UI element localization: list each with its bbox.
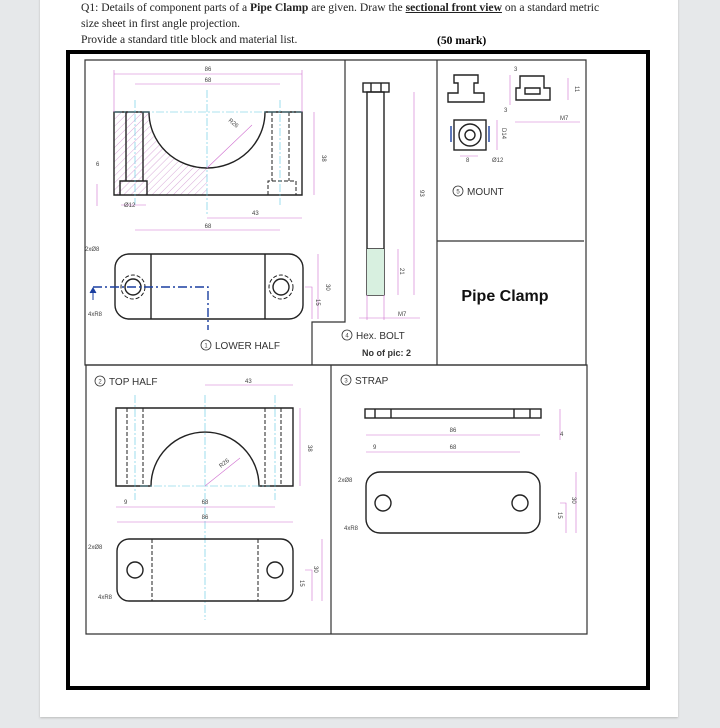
dim-bolt-thread: 21	[398, 268, 404, 275]
lower-half-top-view	[89, 229, 319, 330]
dim-strap-thickness: 4	[560, 432, 564, 438]
dim-lower-overall: 86	[205, 67, 212, 73]
mount-label: 5 MOUNT	[452, 185, 504, 198]
svg-text:1: 1	[204, 344, 208, 350]
dim-mount-side: 3	[504, 108, 508, 114]
dim-top-half-width: 15	[298, 580, 304, 587]
dim-lower-width: 30	[324, 284, 330, 291]
top-half-title: TOP HALF	[109, 377, 158, 388]
question-line3: Provide a standard title block and mater…	[81, 33, 298, 46]
question-prefix: Q1: Details of component parts of a	[81, 1, 251, 14]
mount-views	[447, 74, 580, 157]
svg-text:4: 4	[345, 334, 349, 340]
dim-lower-half-width: 15	[314, 299, 320, 306]
dim-strap-overall: 86	[450, 428, 457, 434]
mount-title: MOUNT	[467, 187, 504, 198]
question-bold-sectional: sectional front view	[405, 1, 502, 14]
dim-top-radius: R26	[219, 458, 232, 470]
dim-strap-corners: 4xR8	[344, 526, 359, 532]
bolt-label: 4 Hex. BOLT No of pic: 2	[341, 329, 411, 358]
dim-mount-width: 8	[466, 158, 470, 164]
dim-lower-corners: 4xR8	[88, 312, 103, 318]
dim-top-overall: 86	[202, 515, 209, 521]
dim-top-width: 30	[312, 566, 318, 573]
question-text: Q1: Details of component parts of a Pipe…	[81, 0, 601, 48]
dim-mount-thread: M7	[560, 116, 569, 122]
hex-bolt-view	[359, 82, 420, 320]
svg-text:2: 2	[98, 380, 102, 386]
dim-bolt-size: M7	[398, 312, 407, 318]
dim-lower-half: 43	[252, 211, 259, 217]
dim-lower-height: 38	[320, 155, 326, 162]
dim-strap-half-width: 15	[556, 512, 562, 519]
lower-half-title: LOWER HALF	[215, 341, 280, 352]
strap-label: 3 STRAP	[340, 374, 389, 387]
bolt-quantity: No of pic: 2	[362, 348, 411, 358]
dim-top-corners: 4xR8	[98, 595, 113, 601]
strap-title: STRAP	[355, 376, 389, 387]
dim-lower-radius: R26	[227, 118, 240, 130]
top-half-front-view	[115, 384, 301, 620]
bolt-title: Hex. BOLT	[356, 331, 405, 342]
question-mid: are given. Draw the	[308, 1, 406, 14]
dim-strap-centers: 68	[450, 445, 457, 451]
dim-lower-centers-top: 68	[205, 224, 212, 230]
dim-lower-centers: 68	[205, 78, 212, 84]
svg-text:5: 5	[456, 190, 460, 196]
dim-lower-cb-dia: Ø12	[124, 203, 136, 209]
strap-views	[364, 408, 577, 534]
dim-top-edge: 9	[124, 500, 128, 506]
dim-mount-square: D14	[500, 128, 506, 140]
drawing-title: Pipe Clamp	[461, 288, 548, 305]
dim-mount-dia: Ø12	[492, 158, 504, 164]
top-half-label: 2 TOP HALF	[94, 375, 158, 388]
dim-top-height: 38	[306, 445, 312, 452]
lower-half-label: 1 LOWER HALF	[200, 339, 280, 352]
sheet-border	[66, 50, 650, 690]
marks: (50 mark)	[437, 34, 487, 47]
dim-top-centers: 68	[202, 500, 209, 506]
svg-text:3: 3	[344, 379, 348, 385]
dim-lower-holes: 2xØ8	[85, 247, 100, 253]
dim-lower-cb-depth: 6	[96, 162, 100, 168]
dim-mount-top: 3	[514, 67, 518, 73]
question-bold-pipe-clamp: Pipe Clamp	[250, 1, 309, 14]
dim-top-holes: 2xØ8	[88, 545, 103, 551]
top-half-top-view	[116, 538, 323, 602]
dim-strap-edge: 9	[373, 445, 377, 451]
lower-half-front-view	[96, 70, 315, 219]
section-cutting-plane	[93, 286, 209, 330]
dim-top-half: 43	[245, 379, 252, 385]
dim-strap-holes: 2xØ8	[338, 478, 353, 484]
dim-mount-height: 11	[573, 86, 579, 93]
dim-bolt-length: 93	[418, 190, 424, 197]
dim-strap-width: 30	[570, 497, 576, 504]
panel-grid	[84, 59, 588, 635]
question-suffix: on a standard metric size sheet in first…	[81, 1, 600, 30]
